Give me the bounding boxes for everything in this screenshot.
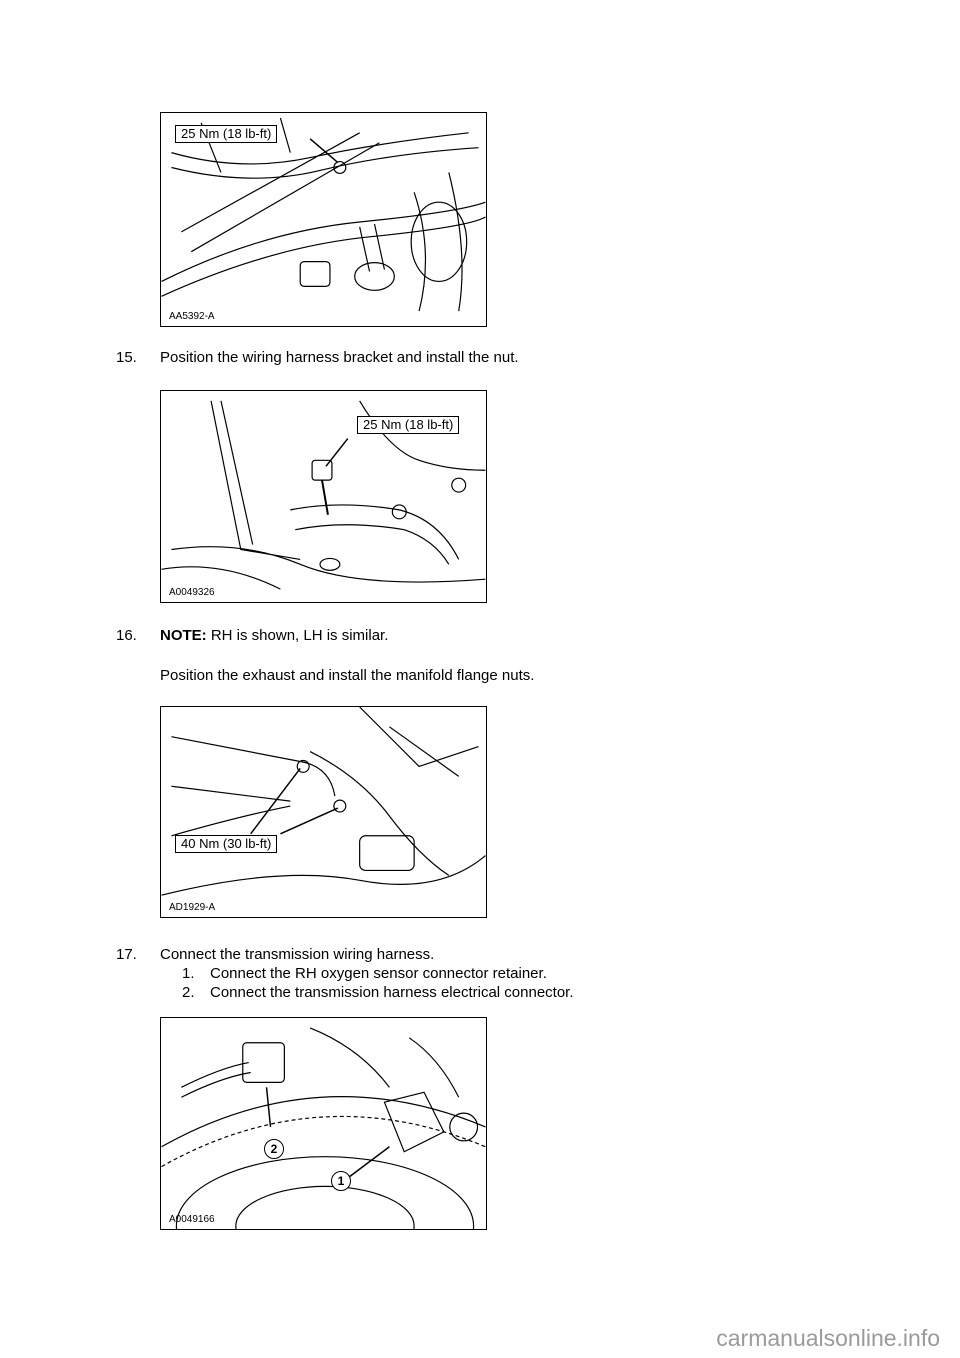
watermark: carmanualsonline.info bbox=[716, 1325, 940, 1351]
step-text: Connect the transmission wiring harness. bbox=[160, 946, 435, 963]
figure-a0049166: 2 1 A0049166 bbox=[160, 1017, 487, 1230]
figure-id: AD1929-A bbox=[169, 902, 216, 913]
callout-1: 1 bbox=[331, 1171, 351, 1191]
figure-id: A0049326 bbox=[169, 587, 215, 598]
torque-callout: 25 Nm (18 lb-ft) bbox=[175, 125, 278, 143]
step-number: 17. bbox=[116, 946, 137, 963]
figure-a0049326: 25 Nm (18 lb-ft) A0049326 bbox=[160, 390, 487, 603]
note-label: NOTE: bbox=[160, 627, 207, 644]
step-note: NOTE: RH is shown, LH is similar. bbox=[160, 627, 388, 645]
substep-text: Connect the transmission harness electri… bbox=[210, 984, 574, 1001]
figure-id: AA5392-A bbox=[169, 311, 215, 322]
torque-callout: 25 Nm (18 lb-ft) bbox=[357, 416, 460, 434]
figure-aa5392: 25 Nm (18 lb-ft) AA5392-A bbox=[160, 112, 487, 327]
figure-illustration bbox=[161, 400, 486, 590]
figure-illustration bbox=[161, 1027, 486, 1229]
figure-illustration bbox=[161, 117, 486, 312]
callout-2: 2 bbox=[264, 1139, 284, 1159]
step-number: 15. bbox=[116, 349, 137, 366]
substep-number: 1. bbox=[182, 965, 195, 982]
torque-callout: 40 Nm (30 lb-ft) bbox=[175, 835, 278, 853]
substep-text: Connect the RH oxygen sensor connector r… bbox=[210, 965, 547, 982]
step-text: Position the wiring harness bracket and … bbox=[160, 349, 519, 366]
substep-number: 2. bbox=[182, 984, 195, 1001]
figure-illustration bbox=[161, 707, 486, 896]
figure-id: A0049166 bbox=[169, 1214, 215, 1225]
step-number: 16. bbox=[116, 627, 137, 644]
figure-ad1929: 40 Nm (30 lb-ft) AD1929-A bbox=[160, 706, 487, 918]
note-text: RH is shown, LH is similar. bbox=[206, 627, 389, 644]
step-text: Position the exhaust and install the man… bbox=[160, 667, 535, 684]
